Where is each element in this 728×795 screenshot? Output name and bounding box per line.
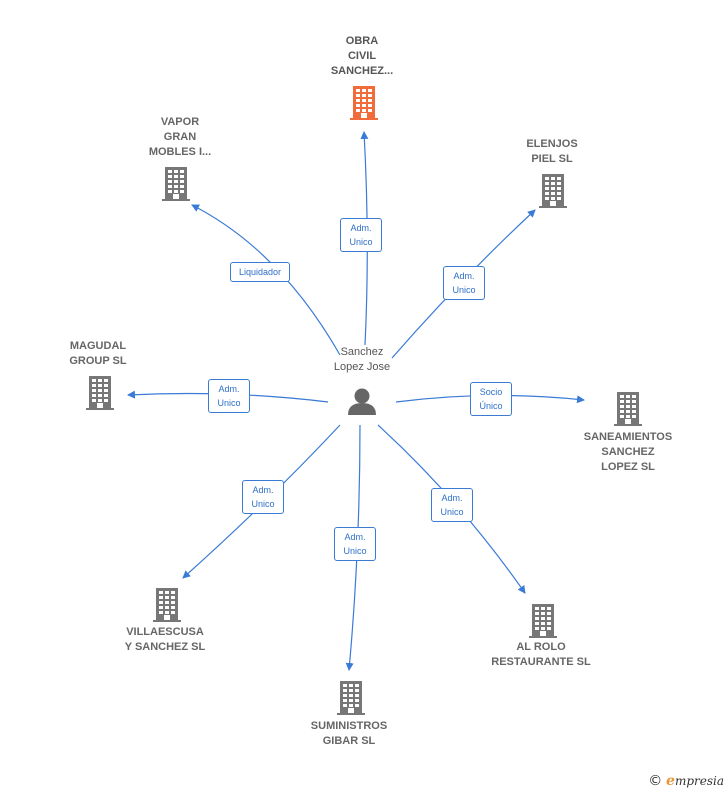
- company-label-suministros[interactable]: SUMINISTROS GIBAR SL: [310, 720, 388, 747]
- obra-building-icon[interactable]: [350, 86, 378, 120]
- vapor-building-icon[interactable]: [162, 167, 190, 201]
- company-label-alrolo[interactable]: AL ROLO RESTAURANTE SL: [491, 641, 591, 668]
- company-label-saneamientos[interactable]: SANEAMIENTOS SANCHEZ LOPEZ SL: [583, 430, 673, 473]
- brand-initial: e: [666, 773, 675, 789]
- saneamientos-building-icon[interactable]: [614, 392, 642, 426]
- company-label-vapor[interactable]: VAPOR GRAN MOBLES I...: [148, 115, 212, 158]
- villaescusa-building-icon[interactable]: [153, 588, 181, 622]
- edge-label-vapor[interactable]: Liquidador: [230, 262, 290, 282]
- alrolo-building-icon[interactable]: [529, 604, 557, 638]
- person-name-label[interactable]: Sanchez Lopez Jose: [333, 346, 391, 373]
- person-icon[interactable]: [348, 388, 376, 416]
- company-label-obra[interactable]: OBRA CIVIL SANCHEZ...: [330, 34, 394, 77]
- company-label-magudal[interactable]: MAGUDAL GROUP SL: [69, 340, 127, 367]
- brand-name: mpresia: [674, 774, 724, 788]
- suministros-building-icon[interactable]: [337, 681, 365, 715]
- edge-label-obra[interactable]: Adm. Unico: [340, 218, 382, 252]
- elenjos-building-icon[interactable]: [539, 174, 567, 208]
- copyright-symbol: ©: [648, 773, 663, 789]
- edge-label-alrolo[interactable]: Adm. Unico: [431, 488, 473, 522]
- company-label-elenjos[interactable]: ELENJOS PIEL SL: [526, 138, 578, 165]
- edge-label-elenjos[interactable]: Adm. Unico: [443, 266, 485, 300]
- brand-footer: © empresia: [648, 773, 724, 789]
- edge-label-villaescusa[interactable]: Adm. Unico: [242, 480, 284, 514]
- edge-label-saneamientos[interactable]: Socio Único: [470, 382, 512, 416]
- company-label-villaescusa[interactable]: VILLAESCUSA Y SANCHEZ SL: [124, 626, 206, 653]
- edge-label-magudal[interactable]: Adm. Unico: [208, 379, 250, 413]
- magudal-building-icon[interactable]: [86, 376, 114, 410]
- edge-label-suministros[interactable]: Adm. Unico: [334, 527, 376, 561]
